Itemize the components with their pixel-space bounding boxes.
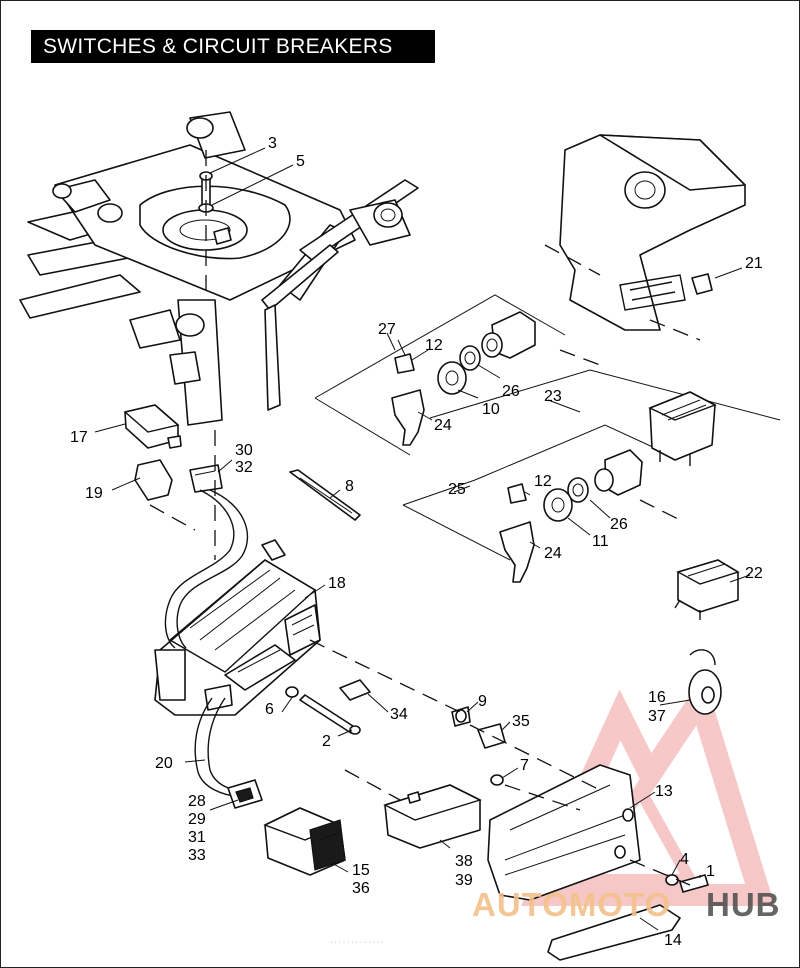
small-hardware bbox=[285, 679, 506, 786]
callout-28: 28 bbox=[188, 793, 206, 810]
leader-lines bbox=[94, 147, 751, 931]
callout-26-lower: 26 bbox=[610, 516, 628, 533]
assembly-lines bbox=[149, 150, 701, 886]
callout-20: 20 bbox=[155, 755, 173, 772]
callout-21: 21 bbox=[745, 255, 763, 272]
callout-2: 2 bbox=[322, 733, 331, 750]
callout-19: 19 bbox=[85, 485, 103, 502]
callout-27: 27 bbox=[378, 321, 396, 338]
callout-35: 35 bbox=[512, 713, 530, 730]
watermark-text-right: HUB bbox=[706, 886, 781, 923]
callout-24-upper: 24 bbox=[434, 417, 452, 434]
frame-assembly bbox=[19, 111, 419, 426]
callout-24-lower: 24 bbox=[544, 545, 562, 562]
callout-37: 37 bbox=[648, 708, 666, 725]
callout-36: 36 bbox=[352, 880, 370, 897]
callout-39: 39 bbox=[455, 872, 473, 889]
screw-8 bbox=[289, 469, 361, 521]
callout-3: 3 bbox=[268, 135, 277, 152]
callout-5: 5 bbox=[296, 153, 305, 170]
mounting-bracket bbox=[559, 134, 746, 331]
cover-13 bbox=[487, 764, 641, 901]
callout-6: 6 bbox=[265, 701, 274, 718]
callout-26-upper: 26 bbox=[502, 383, 520, 400]
callout-25: 25 bbox=[448, 481, 466, 498]
callout-11: 11 bbox=[592, 533, 609, 550]
callout-16: 16 bbox=[648, 689, 666, 706]
callout-34: 34 bbox=[390, 706, 408, 723]
callout-22: 22 bbox=[745, 565, 763, 582]
switch-group-23-25 bbox=[402, 369, 781, 583]
footer-note: · · · · · · · · · · · · · bbox=[330, 939, 384, 946]
callout-4: 4 bbox=[680, 851, 689, 868]
connector-parts-17-19-30 bbox=[123, 404, 223, 501]
callout-18: 18 bbox=[328, 575, 346, 592]
callout-33: 33 bbox=[188, 847, 206, 864]
callout-labels: 3 5 21 27 12 26 10 23 24 17 30 32 8 19 1… bbox=[70, 135, 763, 949]
callout-17: 17 bbox=[70, 429, 88, 446]
callout-32: 32 bbox=[235, 459, 253, 476]
callout-23: 23 bbox=[544, 388, 562, 405]
callout-13: 13 bbox=[655, 783, 673, 800]
callout-31: 31 bbox=[188, 829, 206, 846]
module-38 bbox=[383, 784, 482, 849]
callout-1: 1 bbox=[706, 863, 715, 880]
callout-30: 30 bbox=[235, 442, 253, 459]
connector-28-33 bbox=[227, 779, 263, 809]
watermark-text-left: AUTOMOTO bbox=[472, 886, 671, 923]
callout-12-lower: 12 bbox=[534, 473, 552, 490]
callout-9: 9 bbox=[478, 693, 487, 710]
callout-38: 38 bbox=[455, 853, 473, 870]
fuse-block-18 bbox=[154, 489, 321, 798]
switch-group-27 bbox=[314, 294, 566, 456]
watermark-text: AUTOMOTO HUB bbox=[472, 886, 781, 923]
callout-29: 29 bbox=[188, 811, 206, 828]
circuit-breaker-15 bbox=[263, 807, 346, 876]
relay-22 bbox=[674, 559, 740, 620]
callout-15: 15 bbox=[352, 862, 370, 879]
callout-8: 8 bbox=[345, 478, 354, 495]
callout-14: 14 bbox=[664, 932, 682, 949]
diagram-title: SWITCHES & CIRCUIT BREAKERS bbox=[31, 30, 435, 63]
callout-7: 7 bbox=[520, 757, 529, 774]
callout-10: 10 bbox=[482, 401, 500, 418]
circuit-breaker-16 bbox=[688, 649, 722, 715]
callout-12-upper: 12 bbox=[425, 337, 443, 354]
